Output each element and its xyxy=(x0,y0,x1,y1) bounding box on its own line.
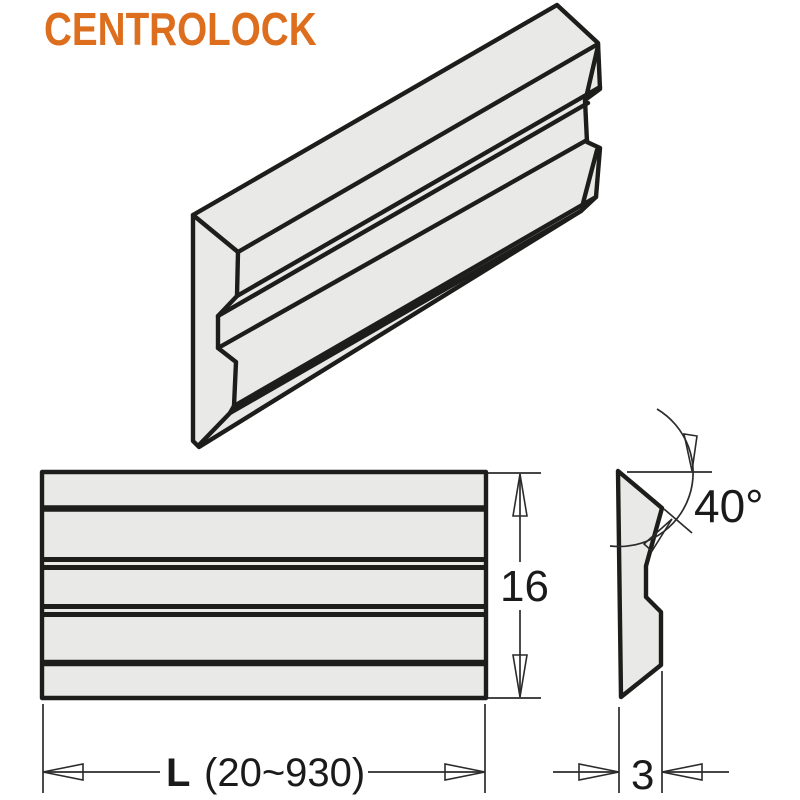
angle-arc xyxy=(609,408,694,548)
front-view xyxy=(39,469,489,701)
angle-dimension-label: 40° xyxy=(694,480,764,532)
knife-3d-rib-edges xyxy=(215,84,603,351)
length-arrowhead-right xyxy=(444,763,486,781)
thickness-dimension-label: 3 xyxy=(631,751,654,798)
knife-3d-groove-edges xyxy=(227,194,599,416)
knife-3d-silhouette xyxy=(190,2,603,450)
knife-3d-left-cap-edges xyxy=(196,249,241,448)
knife-3d-right-cap-edges xyxy=(579,43,601,210)
thickness-dimension: 3 xyxy=(553,671,729,798)
knife-3d-top-face-edges xyxy=(190,41,601,255)
length-dimension: L (20~930) xyxy=(42,704,486,795)
height-dimension: 16 xyxy=(488,472,549,699)
thickness-arrowhead-right xyxy=(661,763,703,781)
height-dimension-label: 16 xyxy=(500,562,549,611)
length-range-label: (20~930) xyxy=(204,751,365,795)
angle-arrowhead-top xyxy=(682,433,698,472)
angle-bevel-extension-line xyxy=(663,508,693,534)
height-arrowhead-up xyxy=(512,473,528,517)
height-arrowhead-down xyxy=(512,654,528,698)
thickness-arrowhead-left xyxy=(578,763,620,781)
length-dimension-label: L xyxy=(166,751,190,795)
angle-arrowhead-bottom xyxy=(642,518,673,553)
length-arrowhead-left xyxy=(42,763,84,781)
side-profile-shape xyxy=(615,468,665,700)
isometric-view xyxy=(190,2,603,450)
page-title: CENTROLOCK xyxy=(44,3,317,55)
side-profile-view xyxy=(615,468,665,700)
angle-dimension: 40° xyxy=(609,408,764,553)
